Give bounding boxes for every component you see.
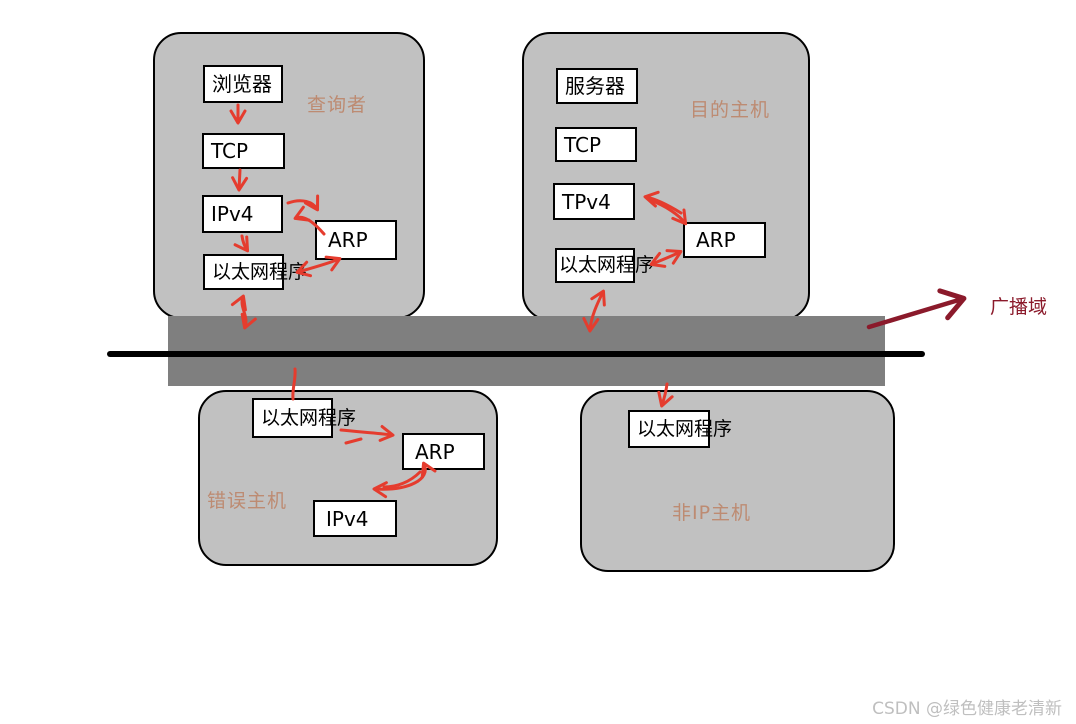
host-querier — [153, 32, 425, 319]
host-label-error: 错误主机 — [207, 490, 288, 512]
box-destination-ethernet: 以太网程序 — [555, 248, 654, 283]
broadcast-domain-label: 广播域 — [990, 296, 1048, 318]
host-label-non-ip: 非IP主机 — [672, 502, 752, 524]
box-label: TPv4 — [562, 189, 611, 214]
ethernet-wire — [107, 351, 925, 357]
box-label: ARP — [696, 228, 736, 252]
box-label: IPv4 — [211, 202, 254, 226]
box-label: 浏览器 — [212, 72, 272, 96]
box-label: 以太网程序 — [261, 406, 357, 429]
box-label: 以太网程序 — [212, 260, 308, 283]
box-label: TCP — [564, 132, 602, 157]
box-querier-ipv4: IPv4 — [202, 195, 283, 233]
box-label: 以太网程序 — [637, 417, 733, 440]
box-error-arp: ARP — [402, 433, 485, 470]
box-querier-browser: 浏览器 — [203, 65, 283, 103]
box-label: TCP — [211, 139, 249, 163]
box-destination-tcp: TCP — [555, 127, 637, 162]
host-label-querier: 查询者 — [307, 94, 368, 116]
box-error-ethernet: 以太网程序 — [252, 398, 356, 438]
box-error-ipv4: IPv4 — [313, 500, 397, 537]
box-querier-ethernet: 以太网程序 — [203, 254, 307, 290]
box-querier-arp: ARP — [315, 220, 397, 260]
box-querier-tcp: TCP — [202, 133, 285, 169]
host-error — [198, 390, 498, 566]
box-label: ARP — [415, 439, 455, 464]
box-nonip-ethernet: 以太网程序 — [628, 410, 732, 448]
box-label: ARP — [328, 228, 368, 252]
box-label: IPv4 — [326, 506, 369, 531]
box-destination-tpv4: TPv4 — [553, 183, 635, 220]
host-label-destination: 目的主机 — [690, 99, 771, 121]
box-destination-server: 服务器 — [556, 68, 638, 104]
box-destination-arp: ARP — [683, 222, 766, 258]
box-label: 以太网程序 — [559, 254, 655, 276]
box-label: 服务器 — [565, 74, 625, 98]
watermark-text: CSDN @绿色健康老清新 — [872, 699, 1062, 719]
